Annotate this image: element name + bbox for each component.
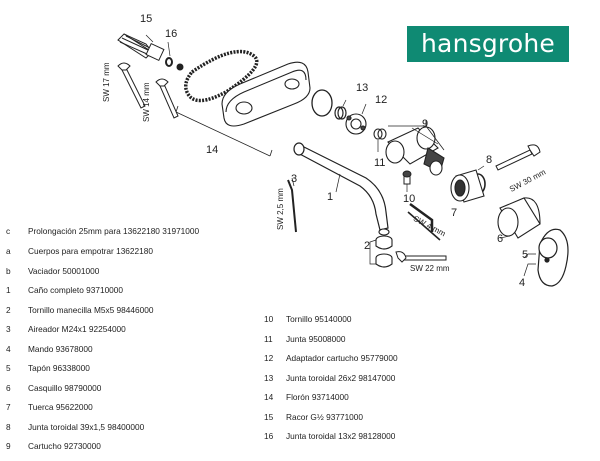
wrench-sw22 xyxy=(395,251,447,263)
o-ring-16 xyxy=(165,41,184,71)
exploded-view-drawing xyxy=(117,33,569,287)
callout-6: 6 xyxy=(497,233,504,245)
callout-14: 14 xyxy=(206,144,219,156)
callout-5: 5 xyxy=(522,249,529,261)
seal-11 xyxy=(373,128,387,152)
hex-key-sw4 xyxy=(407,202,441,241)
label-sw17: SW 17 mm xyxy=(102,62,111,102)
callout-9: 9 xyxy=(422,118,429,130)
callout-4: 4 xyxy=(519,277,526,289)
label-sw25: SW 2,5 mm xyxy=(276,188,285,230)
callout-12: 12 xyxy=(375,94,388,106)
brand-logo: hansgrohe xyxy=(407,26,569,62)
aerator-3 xyxy=(369,228,393,268)
o-ring-13 xyxy=(334,99,347,120)
callout-2: 2 xyxy=(364,240,371,252)
label-sw22: SW 22 mm xyxy=(410,264,450,273)
cartridge-adapter-12 xyxy=(345,103,367,135)
wrench-sw30 xyxy=(495,144,541,171)
callout-16: 16 xyxy=(165,28,178,40)
handle-lever-4 xyxy=(523,228,569,287)
callout-3: 3 xyxy=(291,173,298,185)
callout-7: 7 xyxy=(451,207,458,219)
callout-8: 8 xyxy=(486,154,493,166)
callout-13: 13 xyxy=(356,82,369,94)
callout-15: 15 xyxy=(140,13,153,25)
wrench-sw14 xyxy=(155,78,179,119)
wrench-sw17 xyxy=(117,62,146,109)
gasket-ring xyxy=(184,49,259,103)
label-sw14: SW 14 mm xyxy=(142,82,151,122)
callout-1: 1 xyxy=(327,191,334,203)
callout-10: 10 xyxy=(403,193,416,205)
exploded-parts-diagram: hansgrohe 15 16 13 12 9 11 8 14 3 1 10 7… xyxy=(6,13,569,451)
callout-11: 11 xyxy=(374,157,386,169)
cartridge-9 xyxy=(385,120,445,176)
dimension-bracket-14 xyxy=(175,105,273,157)
brand-logo-text: hansgrohe xyxy=(421,29,555,58)
screw-10 xyxy=(402,170,412,192)
hex-key-sw2-5 xyxy=(287,177,297,233)
nut-7 xyxy=(450,165,485,203)
extension-fitting-15 xyxy=(117,33,165,62)
o-ring-large xyxy=(311,89,333,117)
sleeve-6 xyxy=(497,197,541,239)
escutcheon-plate-14 xyxy=(221,61,311,127)
